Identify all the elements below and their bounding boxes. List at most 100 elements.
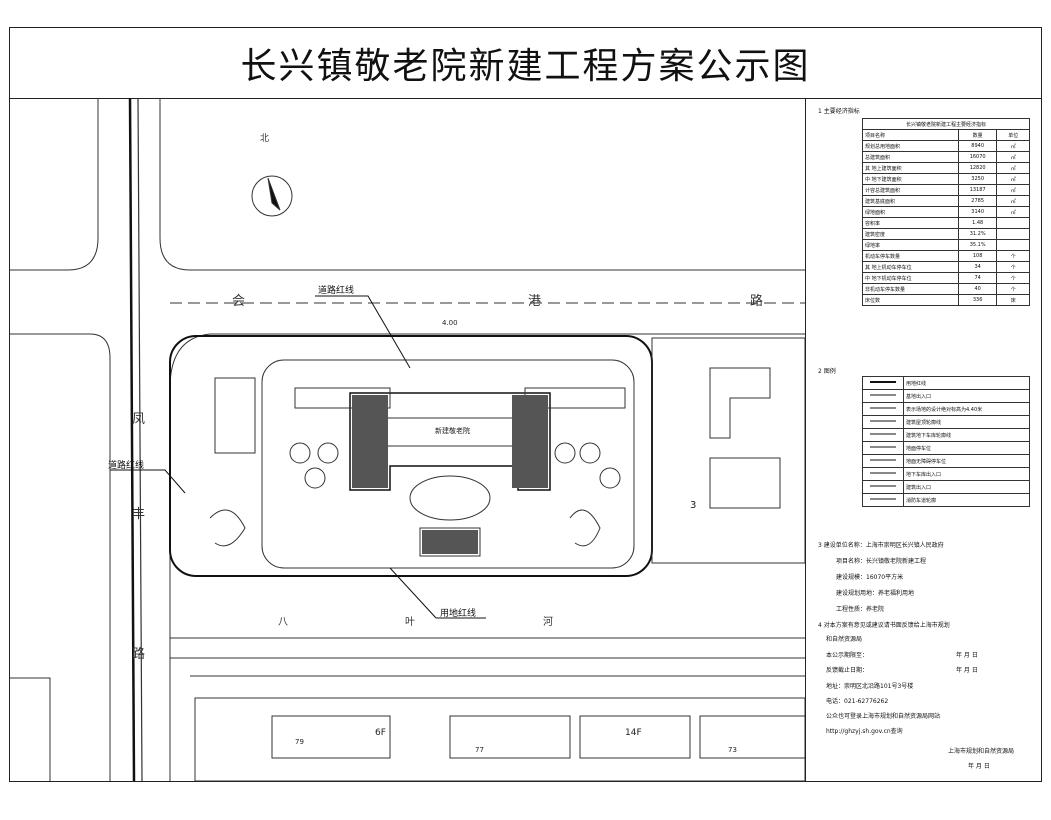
legend-label: 建筑出入口 [903,480,1030,494]
legend-symbol [862,415,904,429]
central-garden [409,475,491,521]
legend-label: 建筑屋顶轮廓线 [903,415,1030,429]
metrics-cell-unit: 个 [996,283,1030,295]
road-name-left-1: 凤 [132,412,146,427]
metrics-cell-name: 绿地率 [862,239,959,251]
bldg-number-77: 77 [475,746,484,754]
site-plan-svg [10,98,805,781]
drawing-sheet: 长兴镇敬老院新建工程方案公示图 [9,27,1042,782]
site-plan: 北 道路红线 道路红线 用地红线 会 港 路 凤 丰 路 八 叶 河 新建敬老院… [10,98,806,781]
metrics-cell-value: 8940 [957,140,998,152]
north-label: 北 [260,134,270,144]
metrics-cell-value: 3140 [957,206,998,218]
bottom-block [194,697,805,781]
metrics-cell-unit: ㎡ [996,195,1030,207]
metrics-cell-name: 规划总用地面积 [862,140,959,152]
neighbour-block [651,337,805,564]
legend-symbol [862,389,904,403]
metrics-cell-unit: ㎡ [996,184,1030,196]
legend-symbol [862,493,904,507]
metrics-cell-value: 1.48 [957,217,998,229]
metrics-cell-name: 容积率 [862,217,959,229]
road-line-v2 [137,98,143,781]
top-elevation: 4.00 [442,319,458,327]
info-project-name: 项目名称：长兴镇敬老院新建工程 [836,558,927,565]
legend-row: 建筑地下车库轮廓线 [862,428,1030,442]
road-name-left-3: 路 [132,647,146,662]
metrics-cell-unit: 床 [996,294,1030,306]
metrics-cell-value: 34 [957,261,998,273]
info-land-use: 建设规划用地：养老福利用地 [836,590,915,597]
bldg-74 [579,715,691,759]
road-edge-left-2 [10,333,111,781]
legend-row: 地面无障碍停车位 [862,454,1030,468]
bldg-77 [449,715,571,759]
legend-symbol [862,454,904,468]
issue-date: 年 月 日 [968,763,990,770]
title-bar: 长兴镇敬老院新建工程方案公示图 [10,28,1041,99]
legend-label: 建筑地下车库轮廓线 [903,428,1030,442]
address: 地址：崇明区北沿路101号3号楼 [826,683,914,690]
north-arrow [267,177,281,211]
header-value: 数量 [957,129,998,141]
parking-top-left [294,387,391,409]
section1-title: 1 主要经济指标 [818,108,860,115]
info-scale: 建设规模：16070平方米 [836,574,904,581]
building-label: 新建敬老院 [435,427,470,435]
metrics-cell-value: 3250 [957,173,998,185]
legend-row: 建筑屋顶轮廓线 [862,415,1030,429]
legend-row: 表示场地的设计绝对标高为4.40米 [862,402,1030,416]
legend-row: 消防车道轮廓 [862,493,1030,507]
metrics-cell-value: 16070 [957,151,998,163]
issuer: 上海市规划和自然资源局 [948,748,1015,755]
info-panel: 1 主要经济指标 长兴镇敬老院新建工程主要经济指标 项目名称 数量 单位 规划总… [806,98,1041,781]
section4-title: 4 对本方案有意见或建议请书面反馈给上海市规划 [818,622,950,629]
legend-symbol [862,441,904,455]
legend-symbol [862,480,904,494]
road-edge-left [10,98,99,271]
metrics-cell-unit: 个 [996,250,1030,262]
metrics-cell-name: 中 地下建筑面积 [862,173,959,185]
metrics-cell-value: 2785 [957,195,998,207]
legend-row: 地下车库出入口 [862,467,1030,481]
legend-symbol [862,402,904,416]
metrics-cell-unit: ㎡ [996,140,1030,152]
metrics-cell-unit: 个 [996,272,1030,284]
metrics-cell-unit [996,239,1030,251]
header-name: 项目名称 [862,129,959,141]
website-link[interactable]: http://ghzyj.sh.gov.cn查询 [826,728,903,735]
legend-symbol [862,467,904,481]
metrics-cell-unit [996,217,1030,229]
road-name-top-2: 港 [528,294,542,309]
legend-symbol [862,428,904,442]
legend-label: 用地红线 [903,376,1030,390]
bldg-73 [699,715,805,759]
phone: 电话：021-62776262 [826,698,889,705]
bldg-79 [271,715,391,759]
land-red-line [169,335,653,577]
land-red-line-label: 用地红线 [440,609,477,619]
tree-5 [304,467,326,489]
metrics-cell-unit: ㎡ [996,206,1030,218]
legend-label: 地面无障碍停车位 [903,454,1030,468]
section2-title: 2 图例 [818,368,836,375]
metrics-cell-value: 336 [957,294,998,306]
neighbour-buildings [709,367,781,509]
legend-row: 建筑出入口 [862,480,1030,494]
metrics-cell-name: 建筑密度 [862,228,959,240]
metrics-cell-unit: ㎡ [996,151,1030,163]
road-red-line-label-left: 道路红线 [108,461,145,471]
legend-table: 用地红线基地出入口表示场地的设计绝对标高为4.40米建筑屋顶轮廓线建筑地下车库轮… [862,376,1030,507]
river-name-1: 八 [278,617,288,628]
metrics-cell-unit: 个 [996,261,1030,273]
left-lot [10,677,51,781]
metrics-cell-unit: ㎡ [996,173,1030,185]
